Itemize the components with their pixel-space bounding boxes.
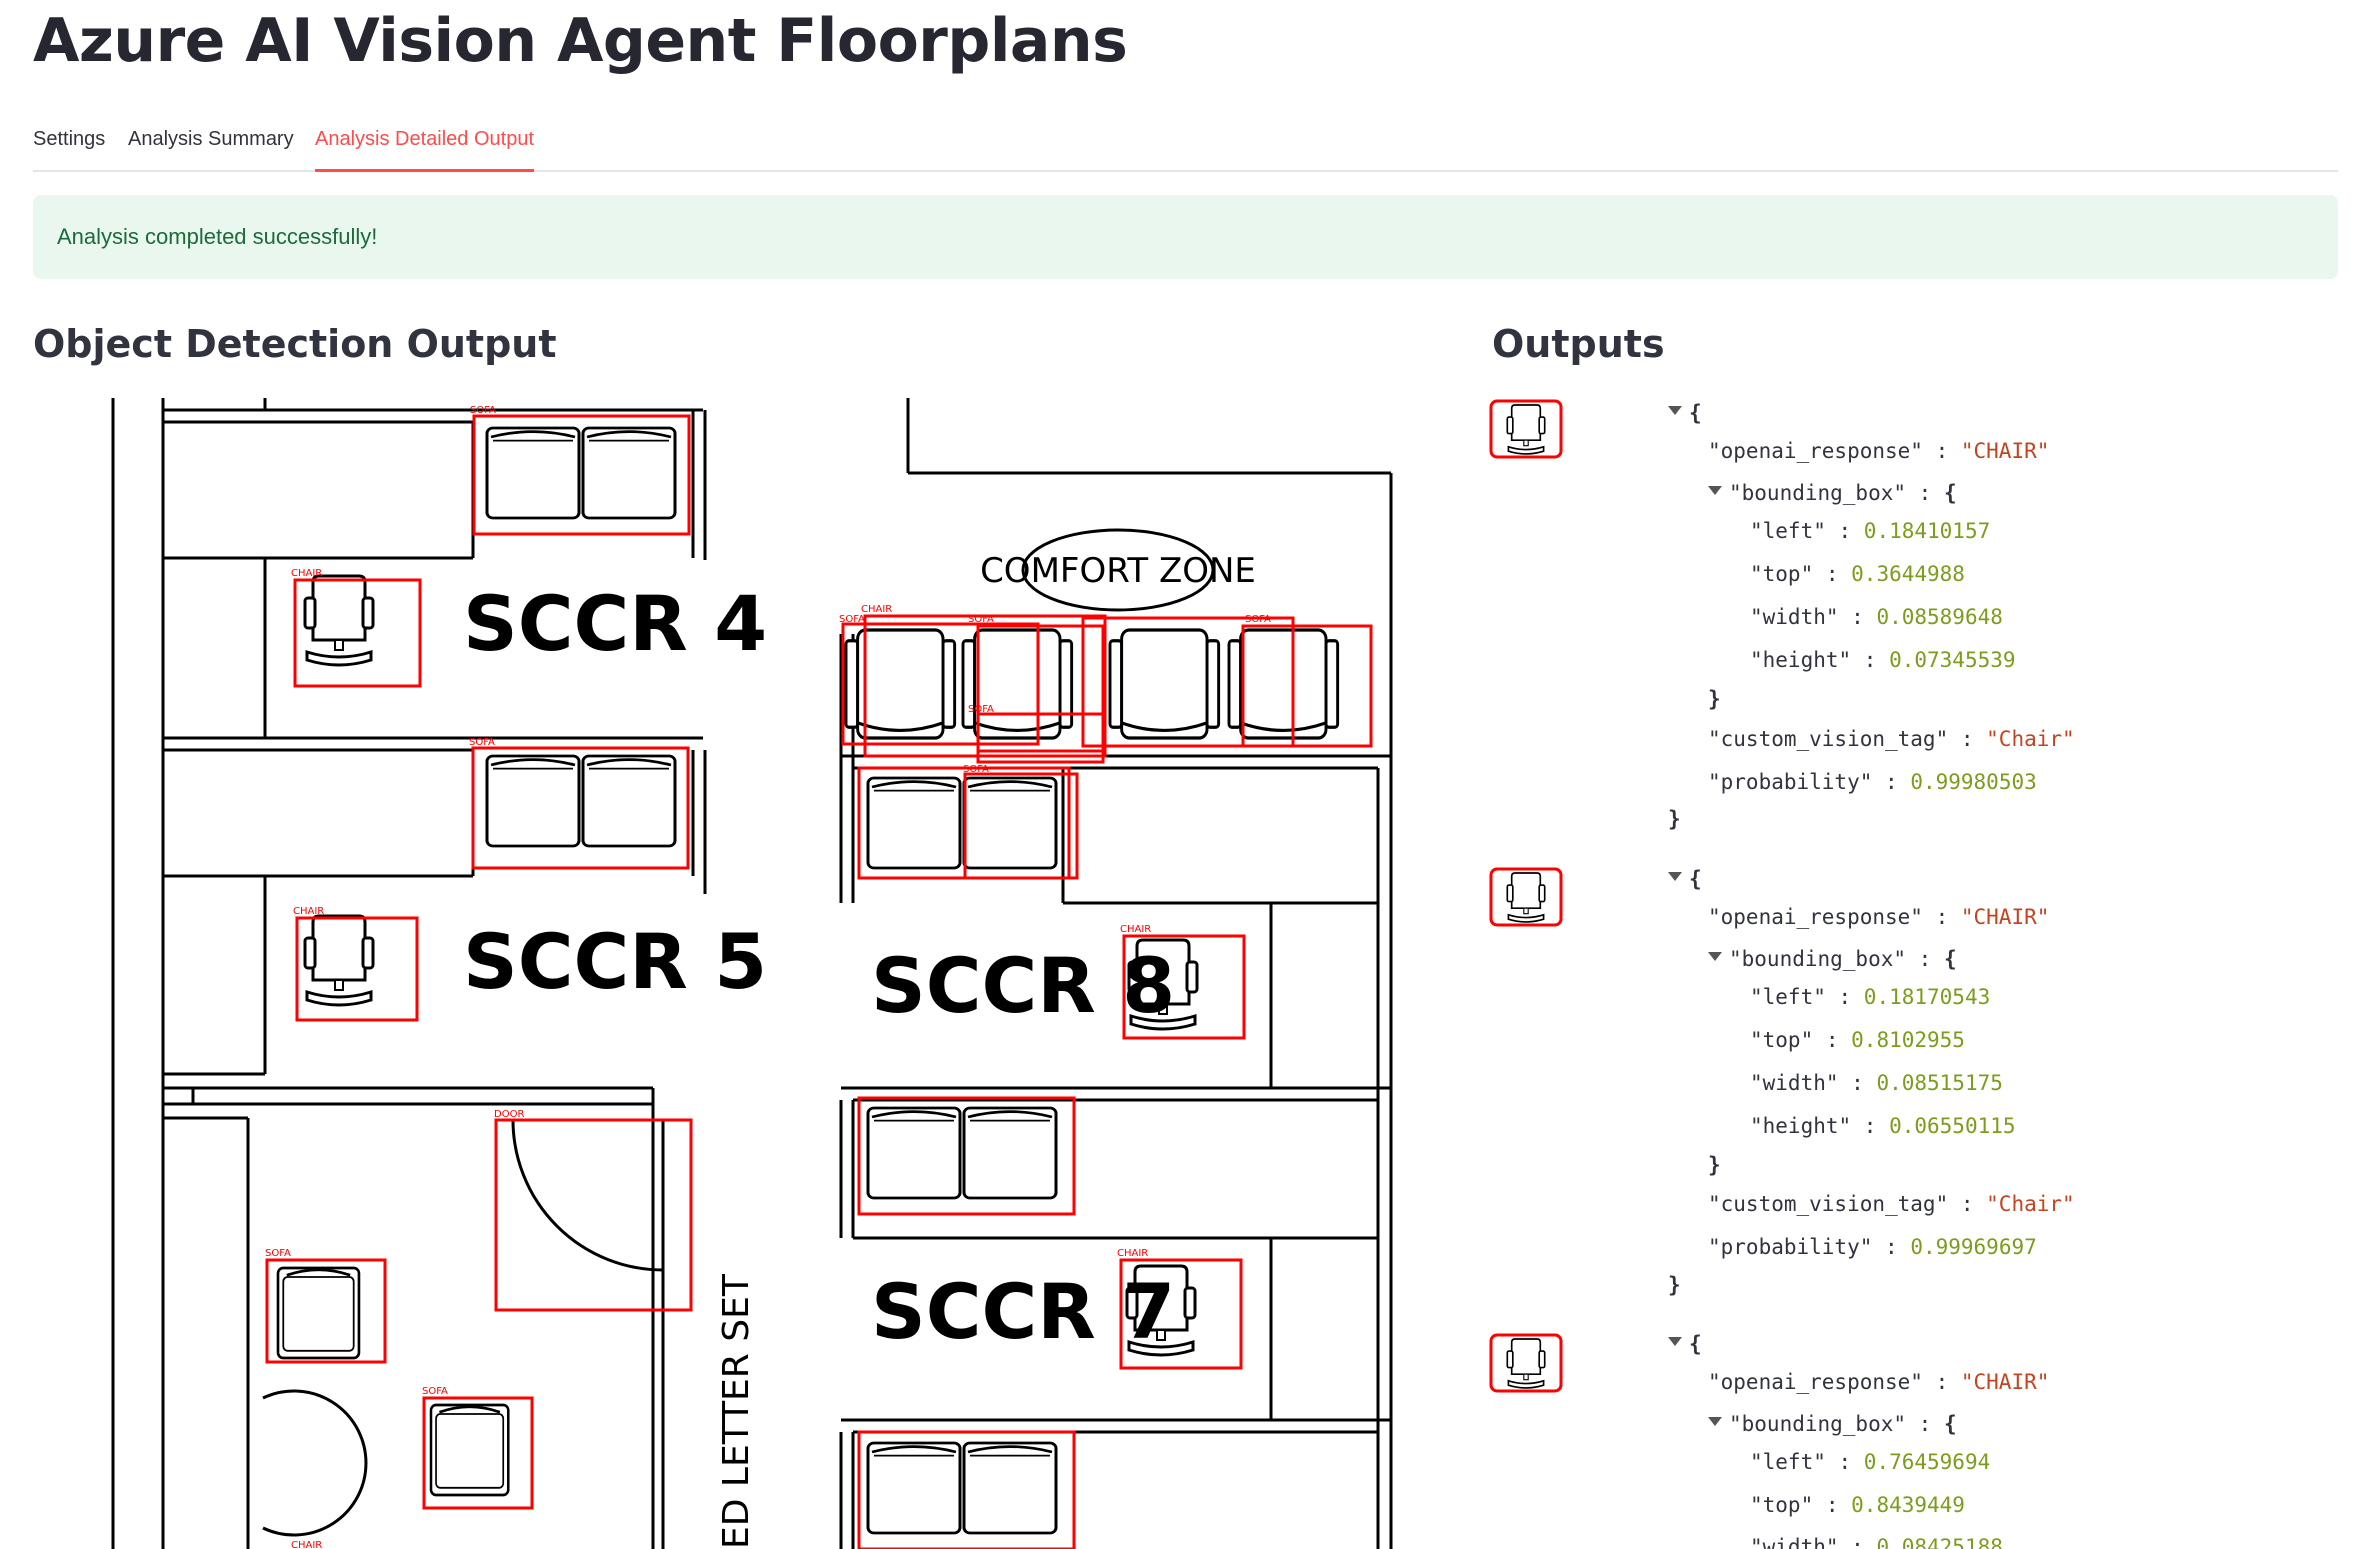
json-key: "custom_vision_tag" [1708, 1192, 1949, 1216]
detection-tag: SOFA [968, 704, 994, 715]
json-value: 0.8439449 [1851, 1493, 1965, 1517]
detection-tag: CHAIR [1120, 924, 1151, 935]
detection-tag: DOOR [494, 1109, 524, 1120]
json-value: 0.76459694 [1863, 1450, 1991, 1474]
chair-thumbnail [1488, 1333, 1564, 1393]
chair-thumbnail [1488, 867, 1564, 927]
tab-bar: Settings Analysis Summary Analysis Detai… [33, 122, 2338, 172]
json-key: "openai_response" [1708, 905, 1923, 929]
json-value: "CHAIR" [1960, 439, 2050, 463]
detection-tag: SOFA [963, 764, 989, 775]
tab-analysis-detailed-output[interactable]: Analysis Detailed Output [315, 122, 535, 172]
json-key: "width" [1750, 1535, 1839, 1549]
json-value: 0.18410157 [1863, 519, 1991, 543]
detection-tag: CHAIR [291, 568, 322, 579]
outputs-title: Outputs [1492, 322, 1665, 366]
json-key: "left" [1750, 1450, 1826, 1474]
json-output-viewer: { "openai_response" : "CHAIR" "bounding_… [1668, 398, 2338, 1549]
chevron-down-icon[interactable] [1668, 871, 1682, 881]
detection-tag: SOFA [469, 737, 495, 748]
detection-tag: SOFA [968, 614, 994, 625]
json-key: "height" [1750, 1114, 1852, 1138]
chevron-down-icon[interactable] [1708, 485, 1722, 495]
chair-thumbnail [1488, 399, 1564, 459]
chair-icon [1489, 1333, 1563, 1393]
detection-tag: SOFA [422, 1386, 448, 1397]
json-key: "width" [1750, 1071, 1839, 1095]
chevron-down-icon[interactable] [1668, 405, 1682, 415]
json-key: "probability" [1708, 770, 1873, 794]
chevron-down-icon[interactable] [1708, 951, 1722, 961]
json-key: "bounding_box" [1729, 947, 1907, 971]
json-value: "CHAIR" [1960, 1370, 2050, 1394]
detection-tag: SOFA [839, 614, 865, 625]
json-key: "width" [1750, 605, 1839, 629]
detection-tag: SOFA [1245, 614, 1271, 625]
json-value: 0.18170543 [1863, 985, 1991, 1009]
json-value: 0.99969697 [1910, 1235, 2037, 1259]
detection-tag: CHAIR [293, 906, 324, 917]
floorplan-image: SCCR 4 SCCR 5 SCCR 8 SCCR 7 COMFORT ZONE… [33, 398, 1433, 1549]
json-value: 0.08589648 [1876, 605, 2003, 629]
room-label-letter-set: ED LETTER SET [716, 1273, 757, 1549]
json-key: "top" [1750, 1493, 1814, 1517]
json-value: "CHAIR" [1960, 905, 2050, 929]
json-value: 0.08425188 [1876, 1535, 2003, 1549]
tab-settings[interactable]: Settings [33, 128, 106, 150]
json-key: "custom_vision_tag" [1708, 727, 1949, 751]
detection-tag: SOFA [470, 405, 496, 416]
chair-icon [1489, 867, 1563, 927]
json-value: 0.99980503 [1910, 770, 2037, 794]
json-key: "height" [1750, 648, 1852, 672]
json-value: 0.3644988 [1851, 562, 1965, 586]
json-value: 0.08515175 [1876, 1071, 2003, 1095]
detection-tag: CHAIR [861, 604, 892, 615]
room-label-sccr-4: SCCR 4 [463, 579, 767, 668]
json-value: 0.06550115 [1889, 1114, 2016, 1138]
json-key: "bounding_box" [1729, 1412, 1907, 1436]
object-detection-title: Object Detection Output [33, 322, 557, 366]
detection-tag: SOFA [265, 1248, 291, 1259]
chevron-down-icon[interactable] [1668, 1336, 1682, 1346]
json-key: "probability" [1708, 1235, 1873, 1259]
json-value: 0.07345539 [1889, 648, 2016, 672]
success-alert: Analysis completed successfully! [33, 195, 2338, 279]
page-title: Azure AI Vision Agent Floorplans [33, 6, 1128, 76]
json-key: "bounding_box" [1729, 481, 1907, 505]
room-label-sccr-5: SCCR 5 [463, 917, 767, 1006]
chevron-down-icon[interactable] [1708, 1416, 1722, 1426]
chair-icon [1489, 399, 1563, 459]
json-value: "Chair" [1986, 727, 2075, 751]
detection-tag: CHAIR [291, 1540, 322, 1549]
json-value: 0.8102955 [1851, 1028, 1965, 1052]
json-key: "left" [1750, 519, 1826, 543]
room-label-sccr-8: SCCR 8 [871, 941, 1175, 1030]
tab-analysis-summary[interactable]: Analysis Summary [128, 128, 294, 150]
json-key: "openai_response" [1708, 1370, 1923, 1394]
json-key: "top" [1750, 1028, 1814, 1052]
room-label-sccr-7: SCCR 7 [871, 1267, 1175, 1356]
json-key: "openai_response" [1708, 439, 1923, 463]
json-key: "left" [1750, 985, 1826, 1009]
detection-tag: CHAIR [1117, 1248, 1148, 1259]
room-label-comfort-zone: COMFORT ZONE [980, 551, 1256, 591]
json-value: "Chair" [1986, 1192, 2075, 1216]
json-key: "top" [1750, 562, 1814, 586]
